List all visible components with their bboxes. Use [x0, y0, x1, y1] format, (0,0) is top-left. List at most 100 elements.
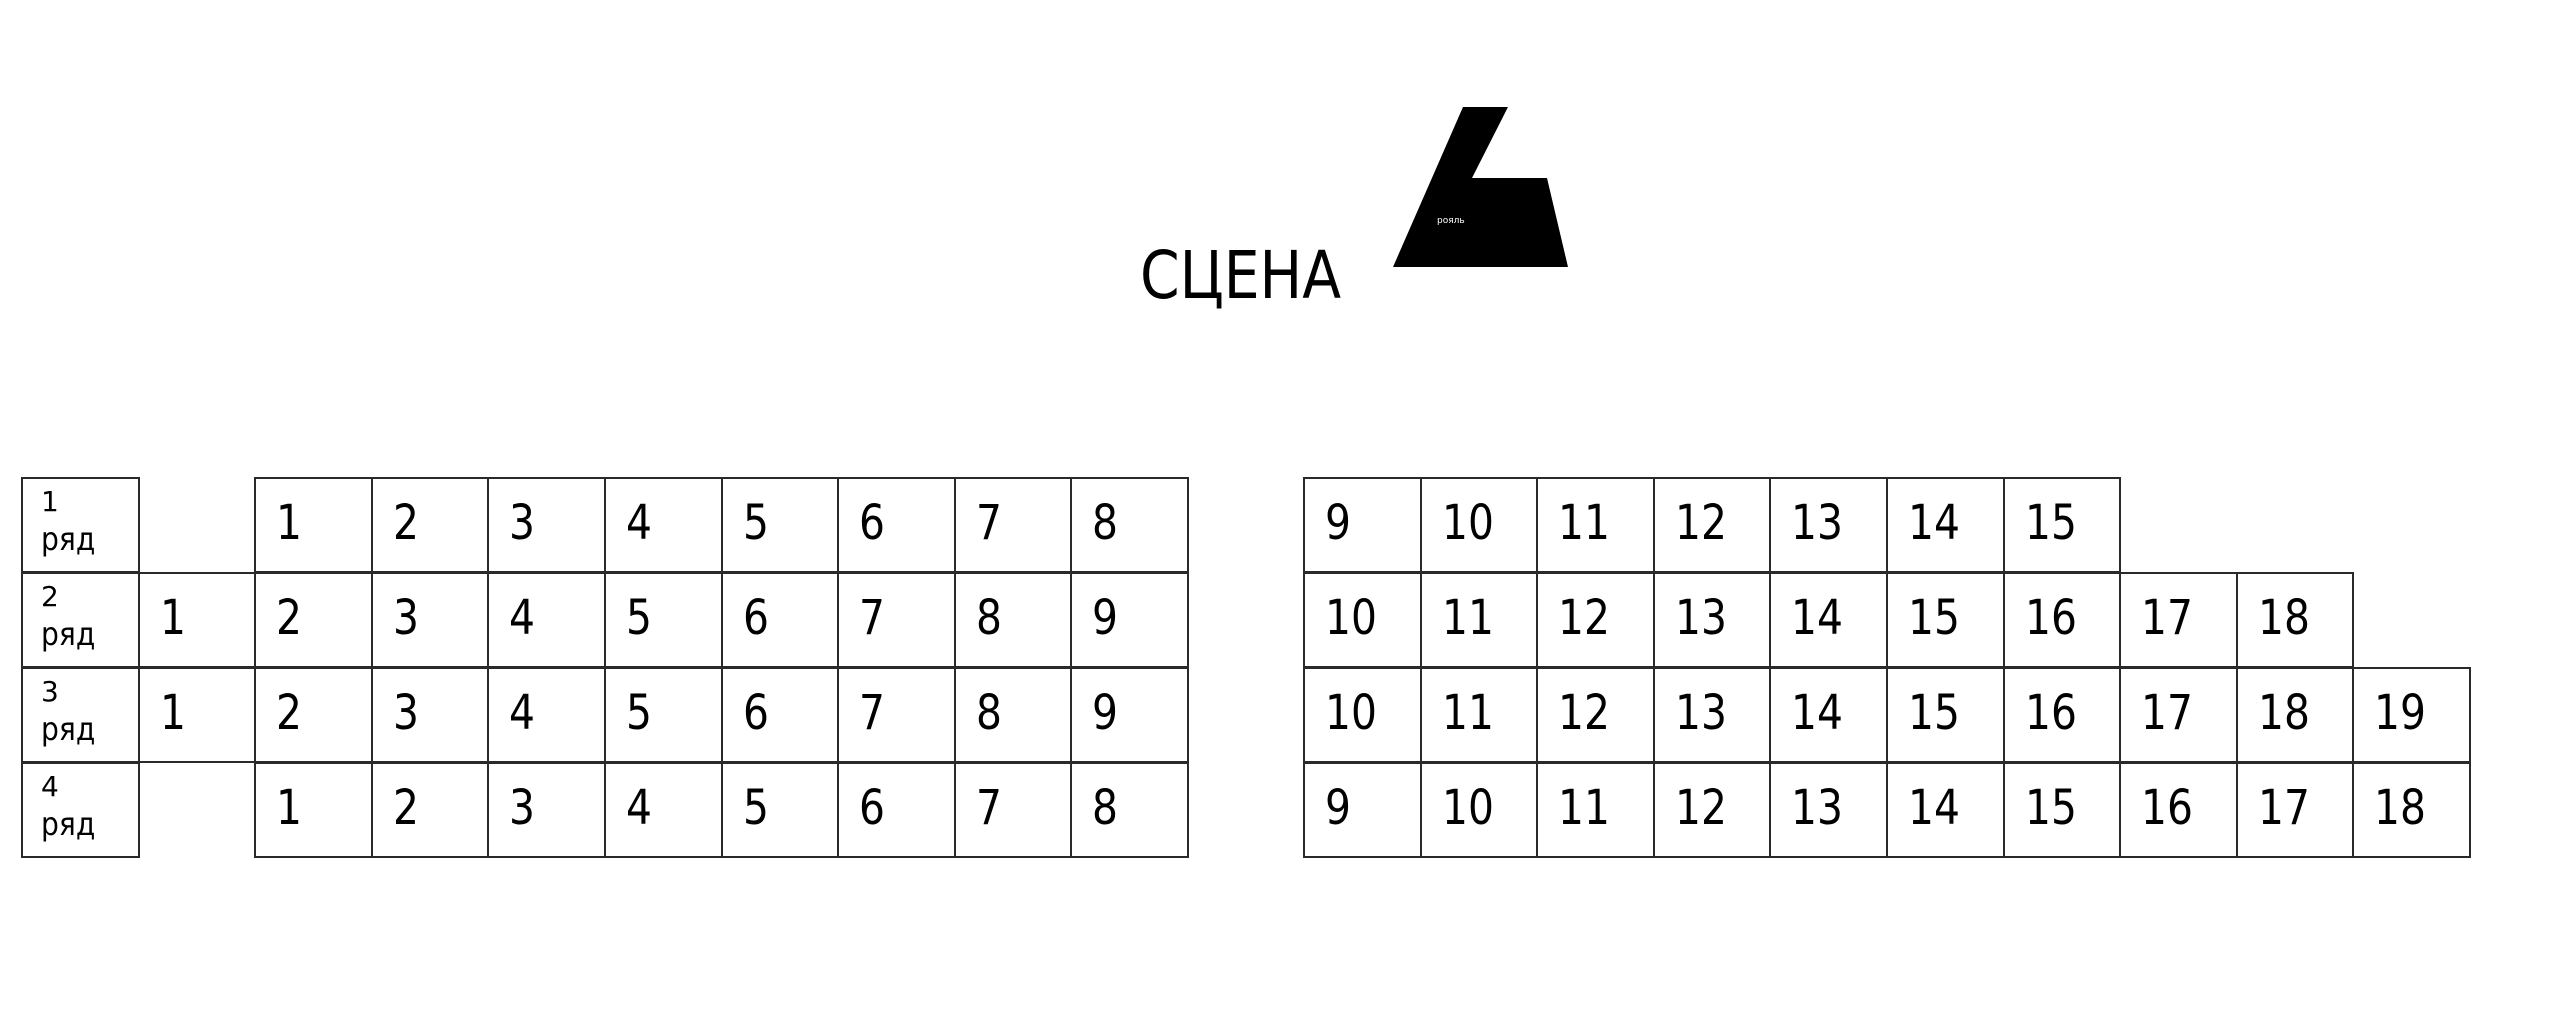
seat[interactable]: 6 — [720, 572, 840, 668]
seat-number: 6 — [859, 495, 886, 551]
seat[interactable]: 11 — [1419, 667, 1539, 763]
seat[interactable]: 17 — [2119, 572, 2238, 668]
seat[interactable]: 7 — [953, 762, 1073, 858]
seat[interactable]: 5 — [720, 762, 840, 858]
seat-number: 11 — [1441, 590, 1494, 646]
seat[interactable]: 3 — [487, 477, 606, 573]
seat[interactable]: 13 — [1652, 572, 1772, 668]
seat[interactable]: 17 — [2119, 667, 2238, 763]
seat[interactable]: 14 — [1769, 572, 1888, 668]
seat[interactable]: 13 — [1769, 762, 1888, 858]
seat[interactable]: 14 — [1886, 762, 2005, 858]
seat[interactable]: 8 — [1070, 477, 1189, 573]
seat-number: 3 — [509, 780, 536, 836]
seat[interactable]: 6 — [720, 667, 840, 763]
seat[interactable]: 1 — [137, 667, 257, 763]
seat[interactable]: 6 — [837, 477, 956, 573]
seat[interactable]: 18 — [2235, 572, 2355, 668]
seat-number: 8 — [975, 685, 1002, 741]
seat[interactable]: 18 — [2235, 667, 2355, 763]
seat-number: 1 — [276, 495, 303, 551]
seat[interactable]: 9 — [1070, 572, 1189, 668]
seat[interactable]: 6 — [837, 762, 956, 858]
seat[interactable]: 17 — [2235, 762, 2355, 858]
seat[interactable]: 12 — [1652, 477, 1772, 573]
seat[interactable]: 7 — [837, 667, 956, 763]
seat[interactable]: 16 — [2002, 572, 2122, 668]
seat[interactable]: 11 — [1536, 762, 1655, 858]
seat[interactable]: 8 — [953, 572, 1073, 668]
seat-number: 11 — [1558, 780, 1611, 836]
seat[interactable]: 1 — [254, 477, 373, 573]
seat[interactable]: 4 — [604, 762, 723, 858]
seat[interactable]: 7 — [837, 572, 956, 668]
seat[interactable]: 15 — [2002, 477, 2122, 573]
seat[interactable]: 5 — [720, 477, 840, 573]
seat[interactable]: 9 — [1070, 667, 1189, 763]
seat[interactable]: 3 — [370, 572, 490, 668]
seat[interactable]: 8 — [953, 667, 1073, 763]
seat[interactable]: 12 — [1536, 572, 1655, 668]
seat[interactable]: 5 — [604, 667, 723, 763]
seat[interactable]: 4 — [604, 477, 723, 573]
seat[interactable]: 15 — [1886, 667, 2005, 763]
seat[interactable]: 10 — [1303, 667, 1422, 763]
seat[interactable]: 2 — [370, 762, 490, 858]
seat-number: 18 — [2257, 590, 2310, 646]
seat[interactable]: 9 — [1303, 762, 1422, 858]
seat[interactable]: 3 — [487, 762, 606, 858]
seat[interactable]: 1 — [254, 762, 373, 858]
seat[interactable]: 12 — [1536, 667, 1655, 763]
empty-space — [138, 762, 257, 858]
seat[interactable]: 16 — [2119, 762, 2238, 858]
seat-number: 12 — [1674, 780, 1727, 836]
seat[interactable]: 8 — [1070, 762, 1189, 858]
seat-number: 15 — [1908, 685, 1960, 741]
seat-number: 14 — [1908, 780, 1960, 836]
seat-number: 2 — [392, 780, 419, 836]
seat-number: 10 — [1441, 780, 1494, 836]
seat[interactable]: 13 — [1652, 667, 1772, 763]
row-number: 1 — [41, 485, 59, 518]
seat-number: 6 — [859, 780, 886, 836]
seat[interactable]: 15 — [2002, 762, 2122, 858]
seat[interactable]: 10 — [1419, 477, 1539, 573]
seat[interactable]: 7 — [953, 477, 1073, 573]
seat[interactable]: 16 — [2002, 667, 2122, 763]
seat[interactable]: 18 — [2352, 762, 2471, 858]
seat-number: 12 — [1558, 685, 1611, 741]
seat[interactable]: 4 — [487, 667, 606, 763]
seat[interactable]: 13 — [1769, 477, 1888, 573]
seat-number: 4 — [509, 685, 536, 741]
seat[interactable]: 2 — [370, 477, 490, 573]
seat-number: 13 — [1674, 685, 1727, 741]
seat[interactable]: 4 — [487, 572, 606, 668]
seat[interactable]: 19 — [2352, 667, 2471, 763]
piano-label: рояль — [1437, 216, 1465, 226]
seat-number: 5 — [626, 685, 652, 741]
seat[interactable]: 15 — [1886, 572, 2005, 668]
seat[interactable]: 14 — [1886, 477, 2005, 573]
seat[interactable]: 11 — [1536, 477, 1655, 573]
seat-number: 16 — [2141, 780, 2194, 836]
seat[interactable]: 3 — [370, 667, 490, 763]
seat[interactable]: 9 — [1303, 477, 1422, 573]
seat[interactable]: 2 — [254, 572, 373, 668]
seat[interactable]: 11 — [1419, 572, 1539, 668]
seat-number: 8 — [975, 590, 1002, 646]
seat-number: 8 — [1092, 495, 1119, 551]
seat[interactable]: 2 — [254, 667, 373, 763]
seat[interactable]: 1 — [137, 572, 257, 668]
empty-space — [138, 477, 257, 573]
seat[interactable]: 5 — [604, 572, 723, 668]
seat-number: 3 — [392, 590, 419, 646]
seat[interactable]: 12 — [1652, 762, 1772, 858]
seat[interactable]: 14 — [1769, 667, 1888, 763]
row-word: ряд — [41, 615, 96, 653]
seat[interactable]: 10 — [1303, 572, 1422, 668]
seat-number: 15 — [1908, 590, 1960, 646]
seat[interactable]: 10 — [1419, 762, 1539, 858]
seat-number: 16 — [2024, 685, 2077, 741]
